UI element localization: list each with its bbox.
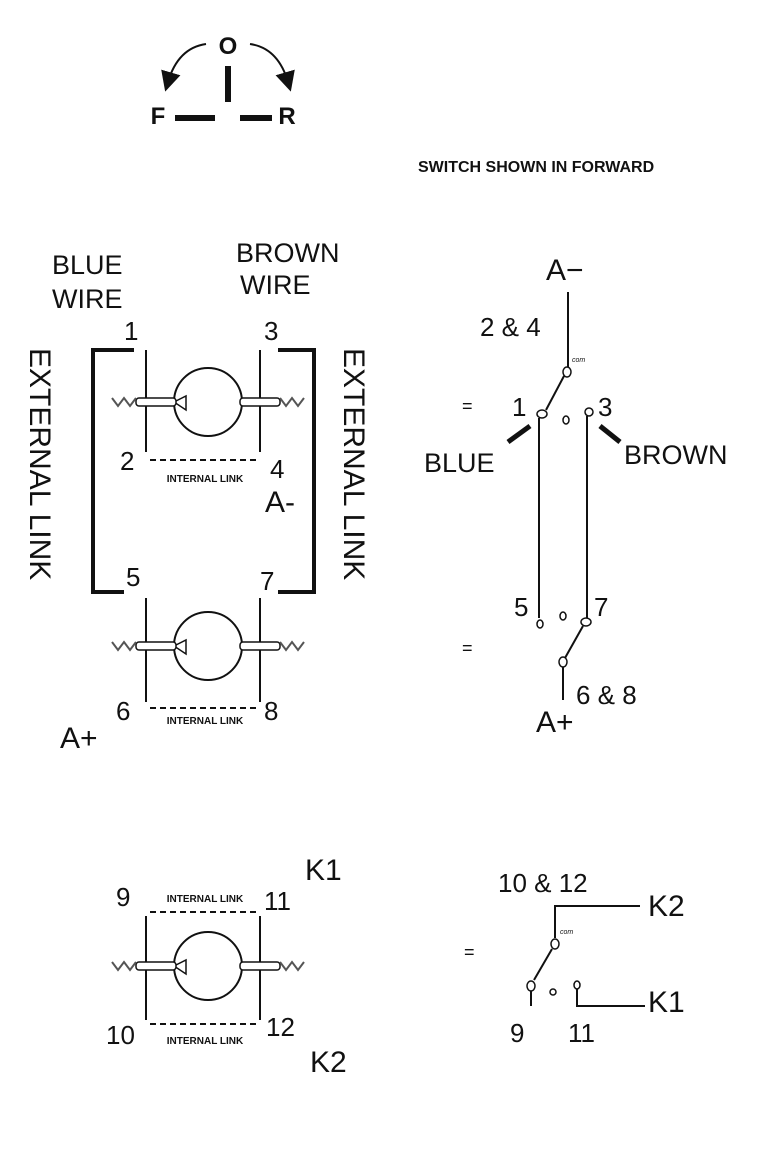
a-plus-left-label: A+ <box>60 722 98 755</box>
selector-reverse-label: R <box>278 103 295 130</box>
schematic-k2-label: K2 <box>648 890 685 923</box>
brown-wire-label-2: WIRE <box>240 270 311 300</box>
selector-off-label: O <box>219 33 238 60</box>
schematic-bottom: 10 & 12 K2 com = K1 9 11 <box>464 868 685 1048</box>
contact-middle-icon <box>549 988 557 996</box>
schematic-blue-label: BLUE <box>424 448 495 478</box>
terminal-6-label: 6 <box>116 696 130 726</box>
cam-notch-icon <box>172 958 187 976</box>
k2-left-label: K2 <box>310 1046 347 1079</box>
terminal-3-label: 3 <box>264 316 278 346</box>
schematic-top: A− 2 & 4 com = 1 3 BLUE BROWN <box>424 254 728 618</box>
terminal-1-label: 1 <box>124 316 138 346</box>
switch-blade <box>564 625 584 659</box>
schematic-terminal-7-label: 7 <box>594 592 608 622</box>
schematic-terminal-9-label: 9 <box>510 1018 524 1048</box>
schematic-brown-label: BROWN <box>624 440 728 470</box>
brown-wire-label-1: BROWN <box>236 238 340 268</box>
switch-blade <box>533 948 553 981</box>
terminal-5-label: 5 <box>126 562 140 592</box>
contact-9-icon <box>526 980 536 992</box>
schematic-terminal-1-label: 1 <box>512 392 526 422</box>
contact-1-icon <box>536 409 548 419</box>
terminal-8-label: 8 <box>264 696 278 726</box>
schematic-com-label: com <box>560 929 573 936</box>
common-contact-icon <box>550 938 560 950</box>
terminal-10-label: 10 <box>106 1020 135 1050</box>
plunger-left-icon <box>135 961 177 971</box>
contact-3-icon <box>584 407 594 417</box>
brown-wire-stub <box>598 424 622 444</box>
selector-forward-label: F <box>151 103 166 130</box>
schematic-terminal-3-label: 3 <box>598 392 612 422</box>
schematic-equals-sign: = <box>464 942 475 962</box>
cam-notch-icon <box>172 638 187 656</box>
plunger-right-icon <box>239 397 281 407</box>
screw-right-icon <box>279 960 305 972</box>
cam-notch-icon <box>172 394 187 412</box>
blue-wire-label-2: WIRE <box>52 284 123 314</box>
internal-link-label: INTERNAL LINK <box>167 474 244 485</box>
internal-link-label: INTERNAL LINK <box>167 894 244 905</box>
k2-wire <box>554 905 640 938</box>
common-contact-icon <box>562 366 572 378</box>
external-link-left <box>91 348 134 594</box>
contact-middle-icon <box>559 611 567 621</box>
k1-left-label: K1 <box>305 854 342 887</box>
arrow-right-icon <box>249 43 295 92</box>
external-link-right <box>278 348 316 594</box>
blue-wire-stub <box>506 423 532 445</box>
internal-link-label: INTERNAL LINK <box>167 716 244 727</box>
plunger-right-icon <box>239 641 281 651</box>
screw-left-icon <box>111 396 137 408</box>
schematic-middle: 5 7 = 6 & 8 A+ <box>462 592 637 739</box>
schematic-pair-6-8-label: 6 & 8 <box>576 680 637 710</box>
terminal-7-label: 7 <box>260 566 274 596</box>
common-contact-icon <box>558 656 568 668</box>
cam-block-top: 1 3 2 4 INTERNAL LINK <box>111 316 305 485</box>
internal-link-label: INTERNAL LINK <box>167 1036 244 1047</box>
schematic-a-minus-label: A− <box>546 254 584 287</box>
caption-switch-forward: SWITCH SHOWN IN FORWARD <box>418 159 654 176</box>
schematic-a-plus-label: A+ <box>536 706 574 739</box>
schematic-equals-sign: = <box>462 638 473 658</box>
screw-right-icon <box>279 396 305 408</box>
terminal-2-label: 2 <box>120 446 134 476</box>
plunger-right-icon <box>239 961 281 971</box>
contact-5-icon <box>536 619 544 629</box>
switch-blade <box>545 375 565 411</box>
arrow-left-icon <box>161 43 207 92</box>
cam-block-middle: 5 7 6 8 INTERNAL LINK <box>111 562 305 727</box>
schematic-pair-10-12-label: 10 & 12 <box>498 868 588 898</box>
schematic-com-label: com <box>572 357 585 364</box>
plunger-left-icon <box>135 397 177 407</box>
screw-left-icon <box>111 640 137 652</box>
a-minus-left-label: A- <box>265 486 295 519</box>
blue-wire-label-1: BLUE <box>52 250 123 280</box>
screw-left-icon <box>111 960 137 972</box>
terminal-11-label: 11 <box>264 886 291 916</box>
selector-symbol: O F R <box>151 33 296 130</box>
cam-block-bottom: 9 11 10 12 INTERNAL LINK INTERNAL LINK <box>106 882 305 1050</box>
contact-7-icon <box>580 617 592 627</box>
contact-11-icon <box>573 980 581 990</box>
schematic-k1-label: K1 <box>648 986 685 1019</box>
screw-right-icon <box>279 640 305 652</box>
external-link-label-left: EXTERNAL LINK <box>23 348 56 580</box>
terminal-9-label: 9 <box>116 882 130 912</box>
terminal-4-label: 4 <box>270 454 284 484</box>
plunger-left-icon <box>135 641 177 651</box>
schematic-pair-2-4-label: 2 & 4 <box>480 312 541 342</box>
schematic-equals-sign: = <box>462 396 473 416</box>
schematic-terminal-5-label: 5 <box>514 592 528 622</box>
k1-wire <box>576 989 645 1007</box>
external-link-label-right: EXTERNAL LINK <box>337 348 370 580</box>
schematic-terminal-11-label: 11 <box>568 1018 595 1048</box>
terminal-12-label: 12 <box>266 1012 295 1042</box>
contact-middle-icon <box>562 415 570 425</box>
